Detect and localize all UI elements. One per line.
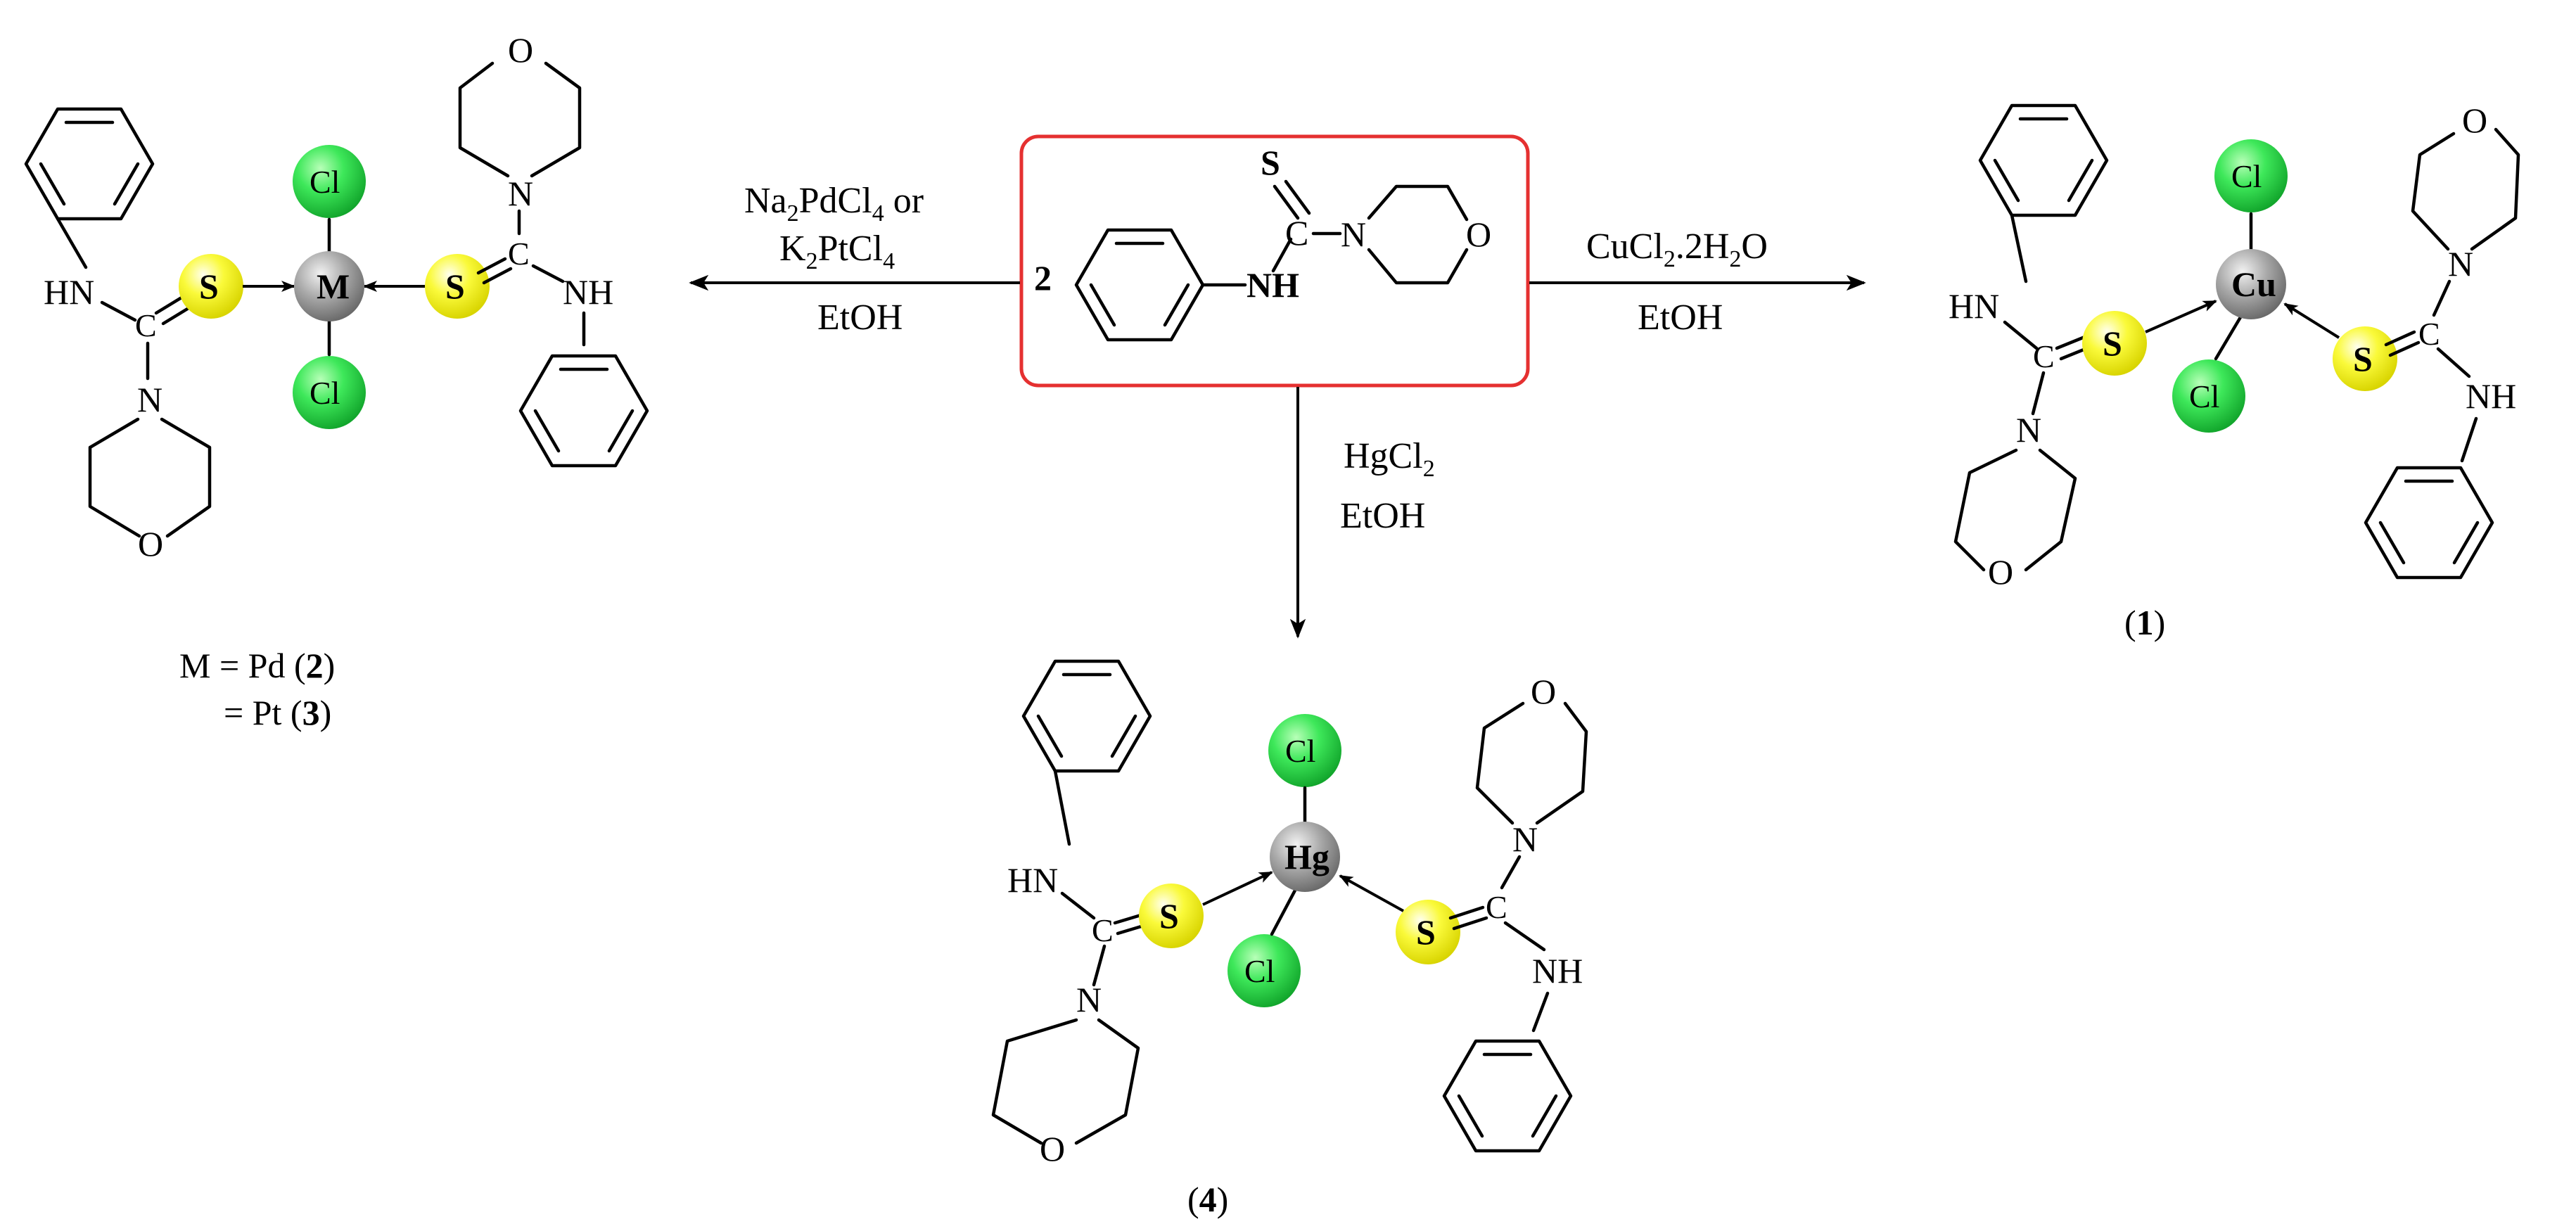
bottom-metal-atom bbox=[1270, 822, 1340, 892]
bottom-cl-bottom-label: Cl bbox=[1244, 953, 1275, 989]
bottom-s1-label: S bbox=[1159, 896, 1179, 936]
bottom-s2-label: S bbox=[1416, 912, 1436, 952]
left-n-label: N bbox=[137, 380, 162, 419]
svg-text:HgCl2: HgCl2 bbox=[1344, 436, 1435, 482]
right-o2-label: O bbox=[2462, 101, 2487, 140]
bottom-metal-label: Hg bbox=[1284, 837, 1330, 876]
right-sulfur-atom-2 bbox=[2333, 326, 2397, 391]
right-cl-top-label: Cl bbox=[2231, 158, 2262, 194]
svg-text:CuCl2.2H2O: CuCl2.2H2O bbox=[1586, 227, 1768, 272]
bottom-hn-label: HN bbox=[1007, 860, 1058, 900]
hg-complex: HN C N O S S Cl Cl Hg C N O NH bbox=[991, 659, 1588, 1168]
bottom-sulfur-atom-1 bbox=[1139, 884, 1204, 948]
ligand-o-label: O bbox=[1466, 215, 1491, 254]
pd-pt-complex: HN C N O S S Cl Cl M C N bbox=[24, 30, 649, 563]
left-o2-label: O bbox=[508, 30, 533, 70]
left-nh-label: NH bbox=[563, 272, 613, 312]
right-nh-label: NH bbox=[2466, 376, 2516, 416]
bottom-o-label: O bbox=[1040, 1129, 1065, 1168]
svg-text:EtOH: EtOH bbox=[817, 298, 903, 338]
left-n2-label: N bbox=[508, 174, 533, 213]
right-chlorine-atom-top bbox=[2214, 139, 2288, 212]
left-chlorine-atom-top bbox=[293, 145, 366, 218]
right-conditions: CuCl2.2H2O EtOH bbox=[1586, 227, 1768, 338]
right-c-label: C bbox=[2033, 338, 2055, 374]
right-chlorine-atom-bottom bbox=[2172, 359, 2245, 433]
bottom-cl-top-label: Cl bbox=[1285, 733, 1315, 769]
right-n-label: N bbox=[2016, 410, 2041, 449]
bottom-conditions: HgCl2 EtOH bbox=[1340, 436, 1435, 536]
left-sulfur-atom-1 bbox=[179, 254, 243, 319]
right-n2-label: N bbox=[2448, 244, 2473, 283]
ligand-s-label: S bbox=[1261, 143, 1280, 182]
left-s1-label: S bbox=[199, 267, 219, 306]
left-metal-label: M bbox=[317, 267, 350, 306]
svg-text:= Pt (3): = Pt (3) bbox=[224, 693, 331, 732]
bottom-chlorine-atom-bottom bbox=[1228, 934, 1301, 1007]
ligand-box bbox=[1019, 134, 1530, 388]
left-o-label: O bbox=[138, 524, 163, 563]
left-chlorine-atom-bottom bbox=[293, 356, 366, 429]
svg-text:K2PtCl4: K2PtCl4 bbox=[779, 229, 895, 274]
bottom-chlorine-atom-top bbox=[1268, 714, 1341, 787]
bottom-o2-label: O bbox=[1531, 672, 1556, 711]
bottom-c-label: C bbox=[1092, 912, 1114, 948]
svg-text:EtOH: EtOH bbox=[1638, 298, 1723, 338]
left-c2-label: C bbox=[508, 236, 530, 272]
right-metal-label: Cu bbox=[2231, 264, 2276, 304]
svg-text:Na2PdCl4 or: Na2PdCl4 or bbox=[744, 181, 924, 227]
left-sulfur-atom-2 bbox=[425, 254, 490, 319]
right-o-label: O bbox=[1988, 552, 2013, 592]
right-metal-atom bbox=[2216, 249, 2286, 319]
left-metal-atom bbox=[294, 251, 364, 321]
starting-ligand: 2 NH C S N O bbox=[1019, 134, 1530, 388]
ligand-number-label: 2 bbox=[1034, 258, 1052, 298]
left-c-label: C bbox=[135, 307, 157, 343]
right-c2-label: C bbox=[2418, 316, 2440, 352]
left-cl-top-label: Cl bbox=[310, 164, 340, 200]
svg-text:(4): (4) bbox=[1187, 1180, 1228, 1219]
ligand-n-label: N bbox=[1341, 215, 1366, 254]
right-s1-label: S bbox=[2103, 324, 2122, 363]
hg-label: (4) bbox=[1187, 1180, 1228, 1219]
ligand-c-label: C bbox=[1285, 213, 1308, 253]
bottom-n-label: N bbox=[1076, 980, 1102, 1019]
bottom-sulfur-atom-2 bbox=[1396, 900, 1460, 964]
bottom-c2-label: C bbox=[1486, 889, 1507, 925]
right-cl-bottom-label: Cl bbox=[2189, 378, 2219, 414]
left-conditions: Na2PdCl4 or K2PtCl4 EtOH bbox=[744, 181, 924, 338]
left-cl-bottom-label: Cl bbox=[310, 375, 340, 411]
left-s2-label: S bbox=[445, 267, 465, 306]
right-sulfur-atom-1 bbox=[2082, 311, 2147, 376]
cu-complex: HN C N O S S Cl Cl Cu C N O NH bbox=[1949, 101, 2520, 592]
right-s2-label: S bbox=[2353, 339, 2373, 378]
bottom-nh-label: NH bbox=[1532, 951, 1583, 990]
left-hn-label: HN bbox=[44, 272, 94, 312]
svg-text:(1): (1) bbox=[2124, 603, 2165, 642]
right-hn-label: HN bbox=[1949, 286, 1999, 326]
bottom-n2-label: N bbox=[1512, 819, 1538, 859]
pd-pt-label: M = Pd (2) = Pt (3) bbox=[179, 646, 335, 732]
svg-text:M = Pd (2): M = Pd (2) bbox=[179, 646, 335, 685]
svg-text:EtOH: EtOH bbox=[1340, 496, 1425, 536]
cu-label: (1) bbox=[2124, 603, 2165, 642]
